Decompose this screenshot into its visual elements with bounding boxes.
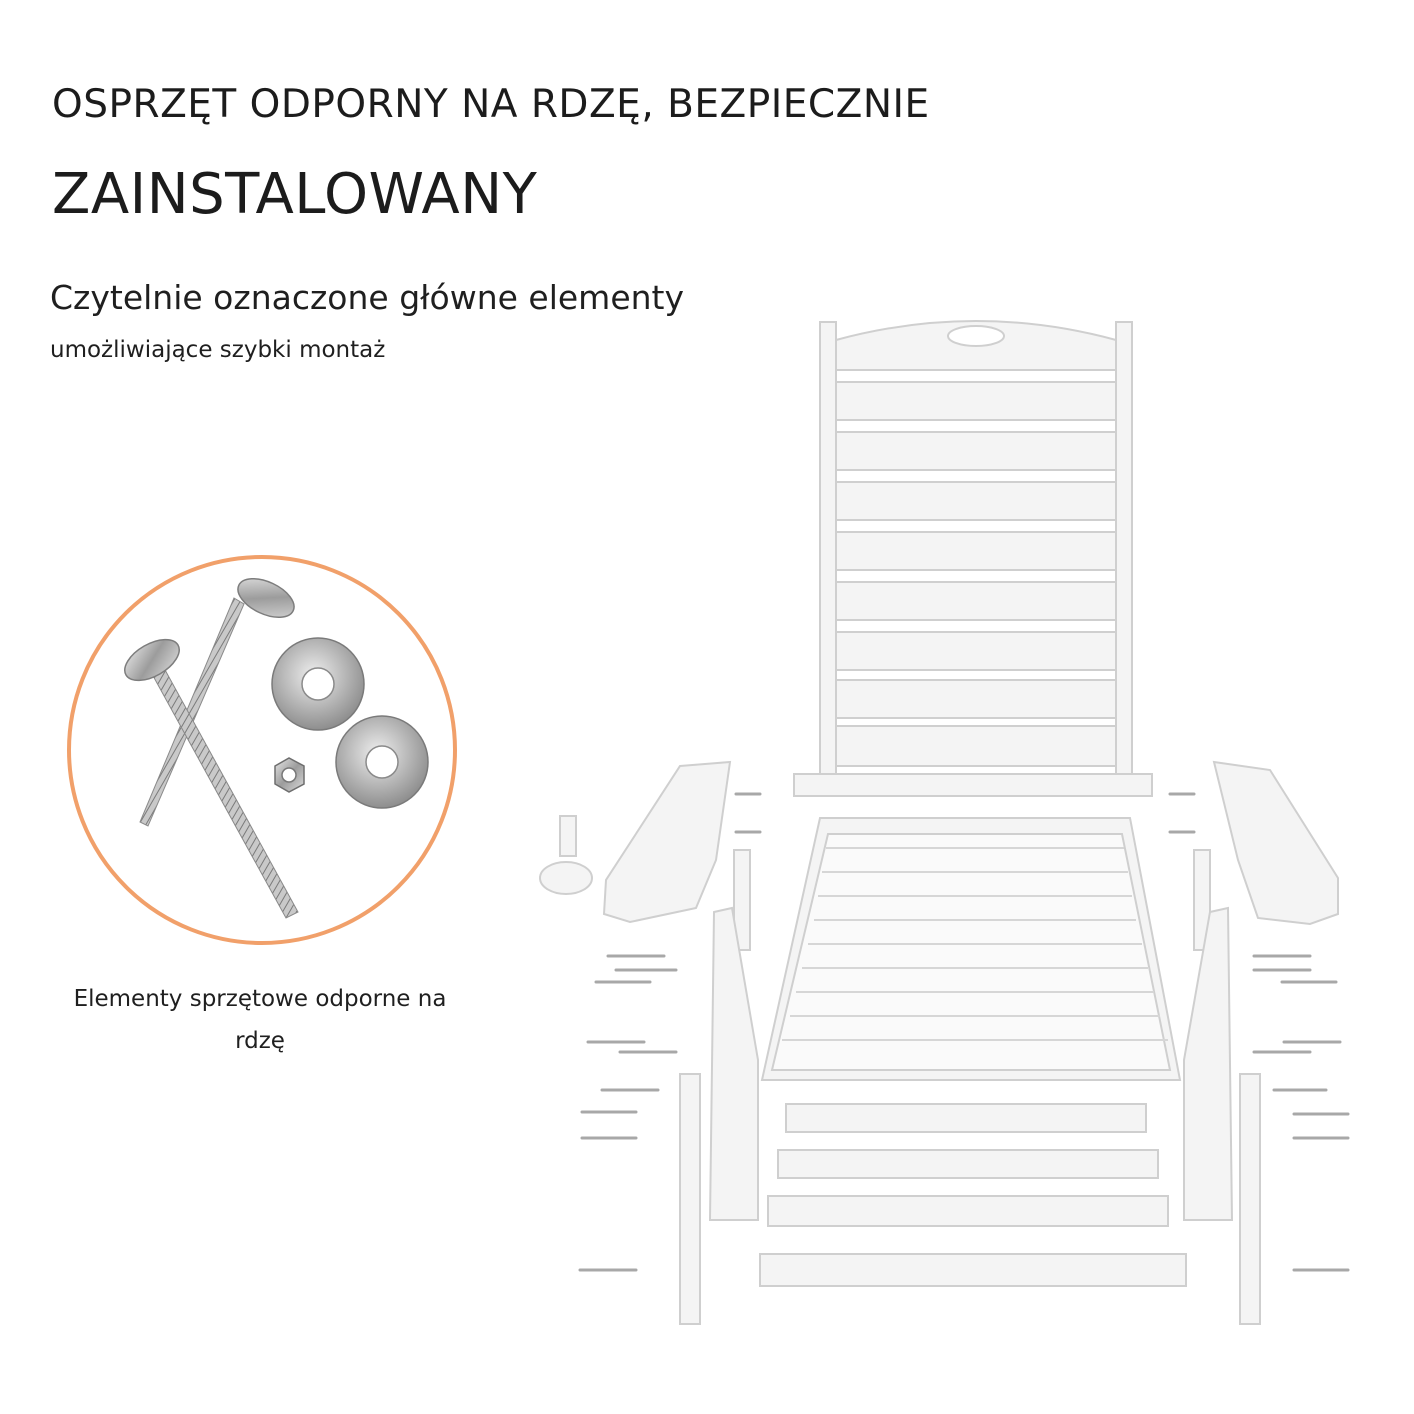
subtitle: Czytelnie oznaczone główne elementy bbox=[50, 278, 685, 317]
crossbar-1 bbox=[785, 1103, 1147, 1133]
right-lower-leg bbox=[1239, 1073, 1261, 1325]
left-side-leg bbox=[708, 906, 759, 1221]
screw-set bbox=[578, 792, 1350, 1272]
headline-line-2: ZAINSTALOWANY bbox=[52, 162, 538, 227]
chair-assembly-diagram bbox=[520, 300, 1400, 1340]
right-side-leg bbox=[1183, 906, 1234, 1221]
hardware-image bbox=[66, 554, 458, 946]
headline-line-1: OSPRZĘT ODPORNY NA RDZĘ, BEZPIECZNIE bbox=[52, 82, 930, 127]
backrest bbox=[793, 320, 1153, 797]
caption-line-2: rdzę bbox=[235, 1028, 285, 1054]
right-armrest bbox=[1212, 760, 1339, 926]
left-lower-leg bbox=[679, 1073, 701, 1325]
machine-bolt bbox=[124, 638, 299, 919]
wood-screw bbox=[139, 577, 295, 827]
hardware-caption: Elementy sprzętowe odporne na rdzę bbox=[50, 978, 470, 1062]
washer-bottom bbox=[335, 715, 429, 809]
crossbar-2 bbox=[777, 1149, 1159, 1179]
cup-holder-post bbox=[539, 815, 593, 895]
washer-top bbox=[271, 637, 365, 731]
caption-line-1: Elementy sprzętowe odporne na bbox=[73, 986, 447, 1012]
subtext: umożliwiające szybki montaż bbox=[50, 337, 386, 363]
crossbar-4 bbox=[759, 1253, 1187, 1287]
right-upper-post bbox=[1193, 849, 1211, 951]
hex-nut bbox=[274, 757, 305, 793]
left-upper-post bbox=[733, 849, 751, 951]
seat-slats bbox=[782, 847, 1168, 1041]
crossbar-3 bbox=[767, 1195, 1169, 1227]
left-armrest bbox=[602, 760, 732, 924]
seat-frame bbox=[760, 817, 1182, 1081]
